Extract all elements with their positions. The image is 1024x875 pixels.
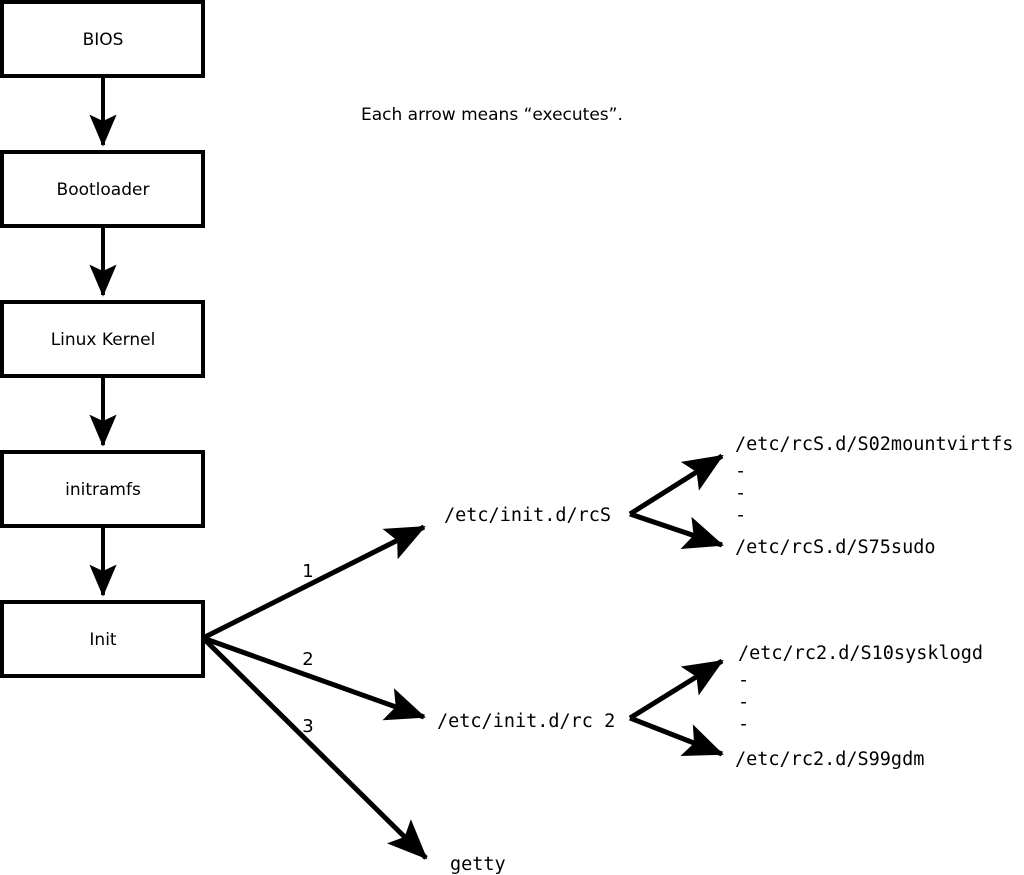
stage-box-linux-kernel[interactable]: Linux Kernel [0, 300, 205, 378]
stage-box-bootloader-label: Bootloader [57, 180, 150, 200]
label-rc2d-s99gdm: /etc/rc2.d/S99gdm [735, 749, 924, 770]
arrow-init-to-rcs [201, 524, 426, 641]
label-getty: getty [450, 854, 506, 875]
label-init-d-rcs: /etc/init.d/rcS [444, 505, 611, 526]
stage-box-bios[interactable]: BIOS [0, 0, 205, 78]
rc2-ellipsis-dash-1: - [738, 670, 749, 691]
label-rcsd-s75sudo: /etc/rcS.d/S75sudo [735, 537, 935, 558]
branch-number-3: 3 [302, 716, 313, 737]
branch-number-1: 1 [302, 561, 313, 582]
rc2-ellipsis-dash-3: - [738, 714, 749, 735]
label-rc2d-s10sysklogd: /etc/rc2.d/S10sysklogd [738, 643, 983, 664]
stage-box-bootloader[interactable]: Bootloader [0, 150, 205, 228]
arrow-rc2-to-first-script [628, 658, 724, 721]
stage-box-bios-rect [0, 0, 205, 78]
stage-box-initramfs-rect [0, 450, 205, 528]
rc2-ellipsis-dash-2: - [738, 692, 749, 713]
arrow-rc2-to-last-script [629, 715, 724, 757]
stage-box-bios-label: BIOS [83, 30, 124, 50]
stage-box-init-rect [0, 600, 205, 678]
diagram-caption: Each arrow means “executes”. [361, 105, 623, 125]
rcs-ellipsis-dash-2: - [735, 483, 746, 504]
branch-number-2: 2 [302, 649, 313, 670]
rcs-ellipsis-dash-3: - [735, 505, 746, 526]
arrow-init-to-rc2 [202, 635, 426, 721]
stage-box-linux-kernel-label: Linux Kernel [51, 330, 156, 350]
rcs-ellipsis-dash-1: - [735, 461, 746, 482]
arrow-rcs-to-last-script [629, 511, 724, 549]
stage-box-init[interactable]: Init [0, 600, 205, 678]
label-init-d-rc2: /etc/init.d/rc 2 [437, 711, 615, 732]
stage-box-initramfs-label: initramfs [65, 480, 141, 500]
arrow-init-to-getty [201, 636, 428, 860]
stage-box-initramfs[interactable]: initramfs [0, 450, 205, 528]
stage-box-init-label: Init [89, 630, 117, 650]
label-rcsd-s02mountvirtfs: /etc/rcS.d/S02mountvirtfs [735, 434, 1013, 455]
arrow-rcs-to-first-script [628, 453, 724, 517]
